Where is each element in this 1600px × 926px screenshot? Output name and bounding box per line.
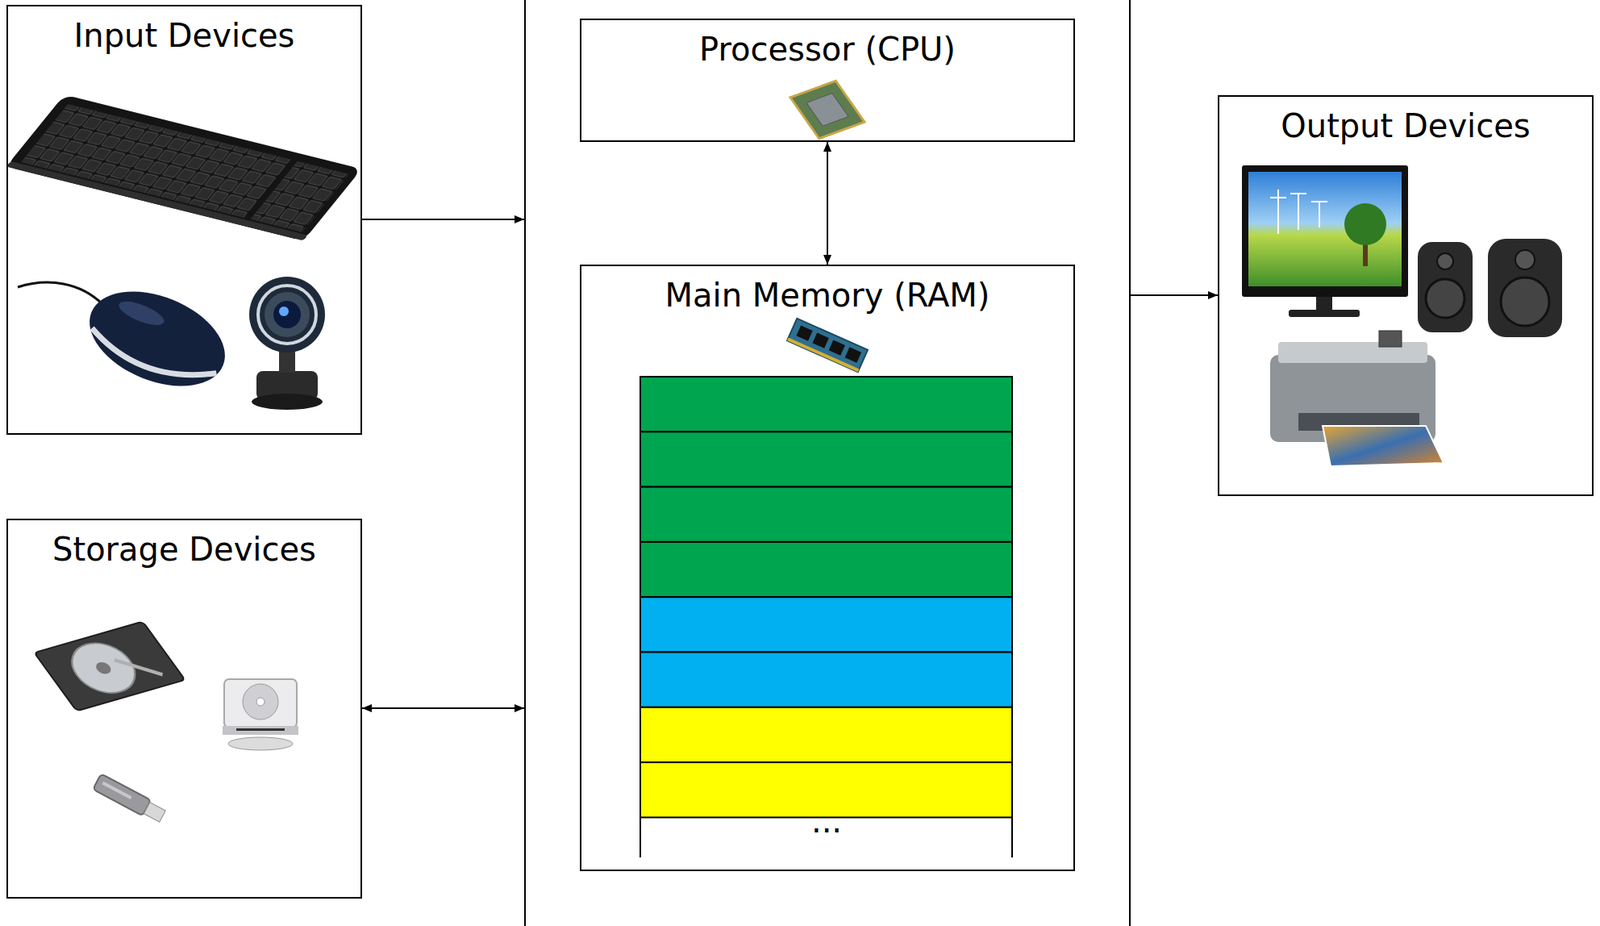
speakers-icon <box>1417 238 1563 338</box>
output-devices-box: Output Devices <box>1217 95 1594 496</box>
mouse-icon <box>75 273 239 405</box>
optical-drive-icon <box>222 679 299 750</box>
connector-arrow <box>362 707 525 709</box>
box-title: Main Memory (RAM) <box>665 275 991 315</box>
connector-arrow <box>826 141 829 265</box>
ram-stick-icon <box>787 318 868 372</box>
printer-icon <box>1270 330 1444 467</box>
hard-drive-icon <box>33 621 185 712</box>
keyboard-icon <box>6 94 363 241</box>
connector-arrow <box>362 218 525 221</box>
monitor-icon <box>1241 165 1409 317</box>
input-devices-box: Input Devices <box>6 4 363 435</box>
box-title: Input Devices <box>74 16 296 55</box>
computer-box: Processor (CPU) Main Memory (RAM) <box>524 0 1131 926</box>
connector-arrow <box>1130 294 1218 296</box>
ellipsis-label: ... <box>811 804 842 838</box>
box-title: Output Devices <box>1280 106 1530 146</box>
storage-devices-box: Storage Devices <box>6 518 363 899</box>
memory-cells <box>640 376 1013 858</box>
mouse-cable <box>17 282 104 305</box>
box-title: Processor (CPU) <box>699 29 956 69</box>
memory-box: Main Memory (RAM) <box>579 264 1075 871</box>
cpu-chip-icon <box>790 80 865 138</box>
box-title: Storage Devices <box>52 529 317 569</box>
processor-box: Processor (CPU) <box>579 18 1075 142</box>
usb-stick-icon <box>92 773 167 825</box>
webcam-icon <box>249 276 325 410</box>
